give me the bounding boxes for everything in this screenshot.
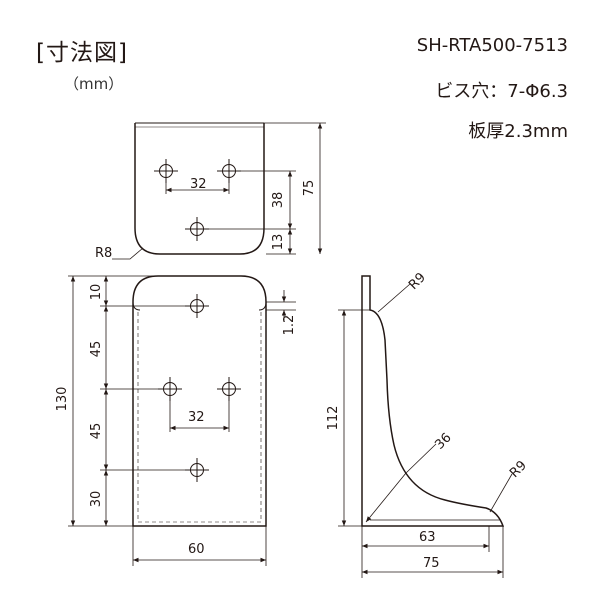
drawing-title: [寸法図]	[36, 40, 128, 66]
dim-label: 130	[55, 387, 70, 412]
dim-label: 63	[419, 530, 436, 545]
side-view-outline	[361, 275, 505, 527]
top-view-outline	[134, 123, 265, 255]
dim-label: 45	[89, 423, 104, 440]
dim-label: 1.2	[282, 315, 297, 336]
front-view-dimensions	[68, 275, 296, 566]
hole-mark	[185, 458, 209, 482]
dim-label: 45	[89, 341, 104, 358]
dim-label: 32	[188, 410, 205, 425]
unit-label: （mm）	[64, 75, 124, 93]
top-view-dimensions	[112, 122, 326, 260]
dim-label: R9	[406, 270, 429, 293]
front-view-outline	[132, 275, 267, 527]
top-view	[134, 122, 265, 255]
part-number: SH-RTA500-7513	[416, 35, 568, 56]
hole-mark	[185, 217, 209, 241]
dim-label: R8	[95, 246, 112, 261]
screw-hole-spec: ビス穴：7-Φ6.3	[435, 81, 568, 102]
dim-label: 13	[271, 234, 286, 251]
dim-label: 112	[326, 406, 341, 431]
dim-label: 30	[89, 491, 104, 508]
dim-label: 75	[423, 556, 440, 571]
side-view	[361, 275, 505, 527]
dim-label: 75	[302, 180, 317, 197]
dim-label: 36	[432, 430, 454, 452]
plate-thickness: 板厚2.3mm	[468, 121, 568, 142]
dim-label: 10	[89, 284, 104, 301]
dim-label: 38	[271, 192, 286, 209]
dim-label: 60	[188, 542, 205, 557]
dim-label: 32	[190, 177, 207, 192]
side-view-dimensions	[338, 283, 513, 578]
front-view	[132, 275, 267, 527]
dim-label: R9	[507, 458, 530, 481]
